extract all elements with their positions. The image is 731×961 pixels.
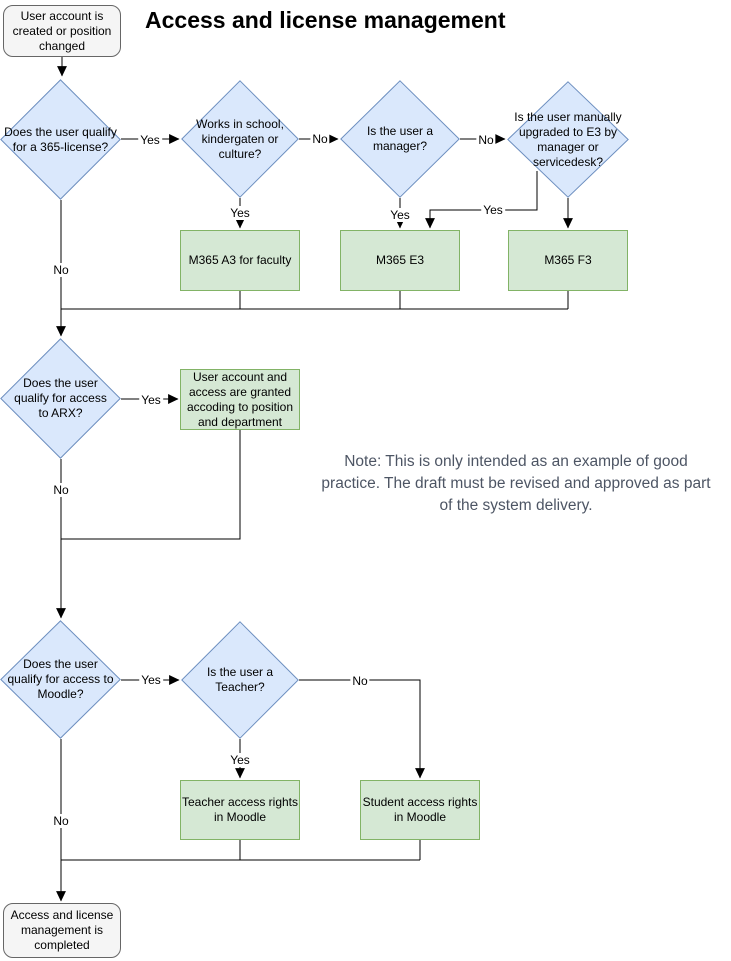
decision-is-teacher: Is the user a Teacher? — [181, 621, 299, 739]
decision-manual-e3-upgrade: Is the user manually upgraded to E3 by m… — [507, 81, 629, 198]
note-text: Note: This is only intended as an exampl… — [321, 453, 711, 514]
decision-is-manager: Is the user a manager? — [340, 80, 460, 198]
process-teacher-moodle-rights-label: Teacher access rights in Moodle — [181, 795, 299, 824]
process-student-moodle-rights-label: Student access rights in Moodle — [362, 795, 478, 824]
edge-label-upgrade-yes: Yes — [481, 203, 505, 217]
edge-label-license-yes: Yes — [138, 133, 162, 147]
terminal-start: User account is created or position chan… — [3, 5, 121, 57]
diamond-shape — [0, 79, 121, 200]
decision-arx-access-label: Does the user qualify for access to ARX? — [14, 376, 107, 420]
decision-manual-e3-upgrade-label: Is the user manually upgraded to E3 by m… — [514, 109, 622, 169]
edge-label-moodle-yes: Yes — [139, 673, 163, 687]
diamond-shape — [181, 621, 299, 739]
decision-works-in-school-label: Works in school, kindergaten or culture? — [196, 116, 284, 161]
edge-label-arx-no: No — [51, 483, 71, 497]
diamond-shape — [507, 81, 629, 198]
decision-365-license-label: Does the user qualify for a 365-license? — [4, 124, 117, 154]
edge-label-teacher-yes: Yes — [228, 753, 252, 767]
diamond-shape — [340, 80, 460, 198]
process-student-moodle-rights: Student access rights in Moodle — [360, 780, 480, 840]
terminal-end-label: Access and license management is complet… — [10, 908, 114, 952]
edge-label-manager-no: No — [476, 133, 496, 147]
edge-teacher-no-to-student-rights — [299, 679, 425, 779]
decision-365-license: Does the user qualify for a 365-license? — [0, 79, 121, 200]
terminal-start-label: User account is created or position chan… — [12, 8, 112, 53]
diamond-shape — [0, 620, 121, 739]
decision-moodle-access: Does the user qualify for access to Mood… — [0, 620, 121, 739]
process-grant-account-access: User account and access are granted acco… — [180, 369, 300, 430]
decision-is-teacher-label: Is the user a Teacher? — [206, 665, 274, 694]
decision-works-in-school: Works in school, kindergaten or culture? — [181, 80, 299, 198]
terminal-end: Access and license management is complet… — [3, 903, 121, 958]
edge-label-license-no: No — [51, 263, 71, 277]
edge-label-school-yes: Yes — [228, 206, 252, 220]
process-m365-e3-label: M365 E3 — [375, 253, 425, 267]
diamond-shape — [0, 338, 121, 459]
process-grant-account-access-label: User account and access are granted acco… — [186, 369, 294, 429]
edge-label-arx-yes: Yes — [139, 393, 163, 407]
decision-arx-access: Does the user qualify for access to ARX? — [0, 338, 121, 459]
process-m365-e3: M365 E3 — [340, 230, 460, 291]
diamond-shape — [181, 80, 299, 198]
process-m365-f3: M365 F3 — [508, 230, 628, 291]
decision-is-manager-label: Is the user a manager? — [366, 124, 434, 153]
process-m365-a3: M365 A3 for faculty — [180, 230, 300, 291]
edge-label-moodle-no: No — [51, 814, 71, 828]
edge-grant-to-merge — [61, 430, 241, 540]
edge-label-school-no: No — [310, 132, 330, 146]
edge-label-manager-yes: Yes — [388, 208, 412, 222]
process-m365-a3-label: M365 A3 for faculty — [188, 253, 292, 267]
edge-label-teacher-no: No — [350, 674, 370, 688]
diagram-title: Access and license management — [145, 7, 506, 33]
process-teacher-moodle-rights: Teacher access rights in Moodle — [180, 780, 300, 840]
decision-moodle-access-label: Does the user qualify for access to Mood… — [7, 657, 114, 701]
process-m365-f3-label: M365 F3 — [544, 253, 592, 267]
